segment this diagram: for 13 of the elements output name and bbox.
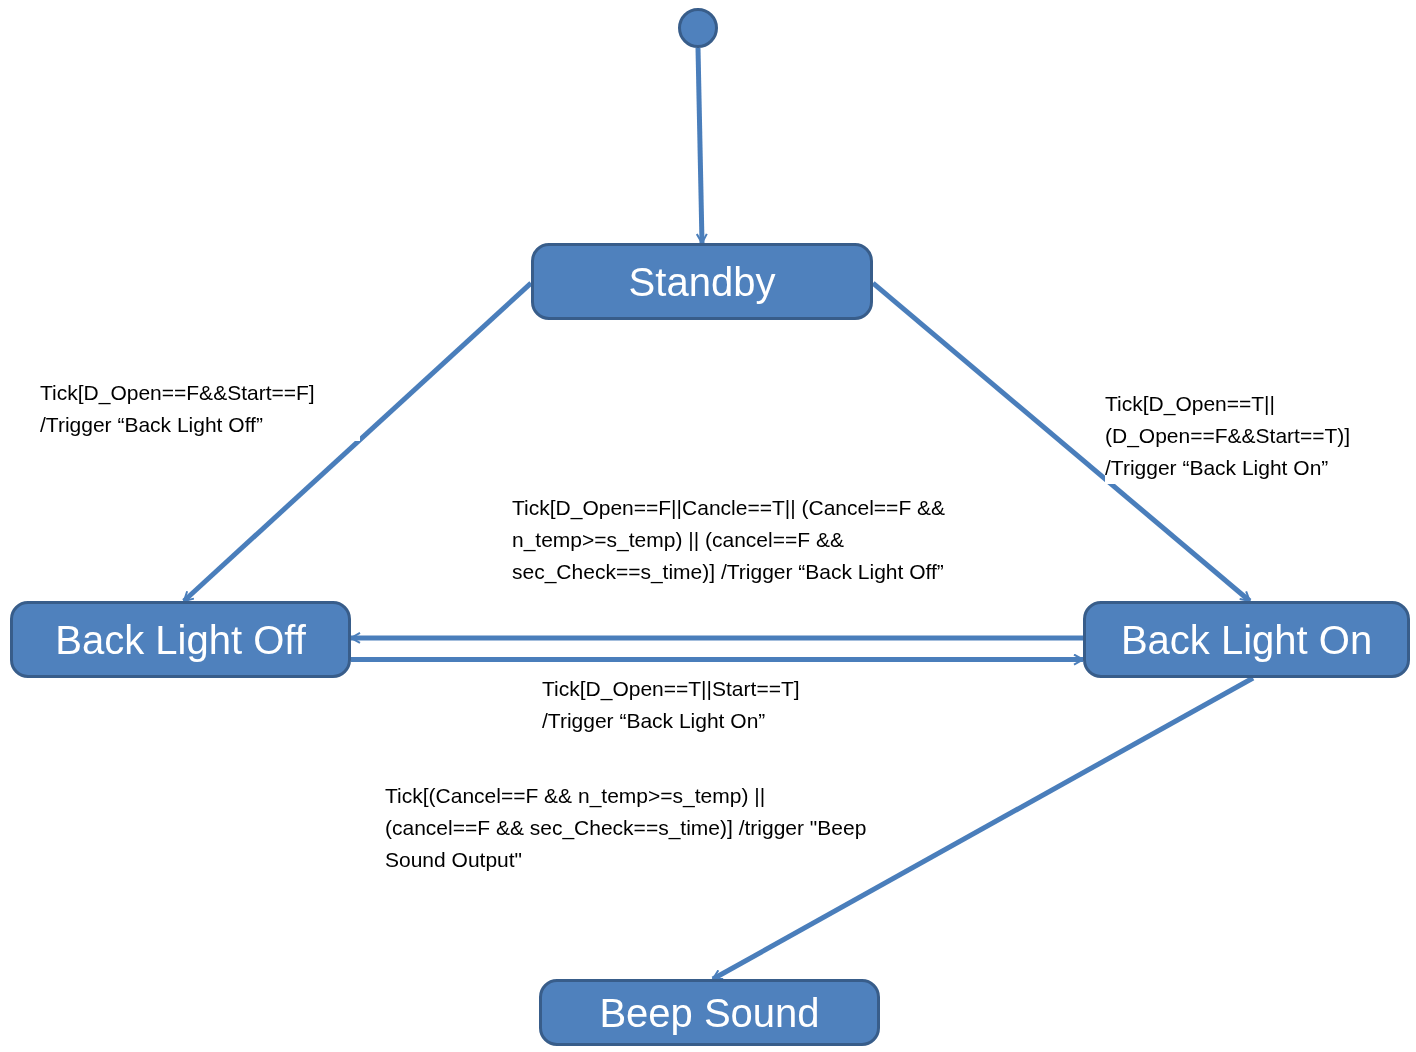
state-box bbox=[531, 243, 873, 320]
transition-arrow bbox=[351, 653, 1084, 666]
state-box bbox=[539, 979, 880, 1046]
state-box bbox=[10, 601, 351, 678]
transition-arrow bbox=[182, 281, 533, 603]
state-name: Standby bbox=[628, 261, 776, 302]
state-box bbox=[1083, 601, 1410, 678]
state-name: Back Light On bbox=[1120, 619, 1373, 660]
transition-arrow bbox=[695, 47, 708, 244]
transition-arrow bbox=[871, 281, 1252, 603]
transition-arrow bbox=[350, 631, 1083, 644]
state-name: Beep Sound bbox=[599, 992, 820, 1033]
state-name: Back Light Off bbox=[55, 619, 306, 660]
